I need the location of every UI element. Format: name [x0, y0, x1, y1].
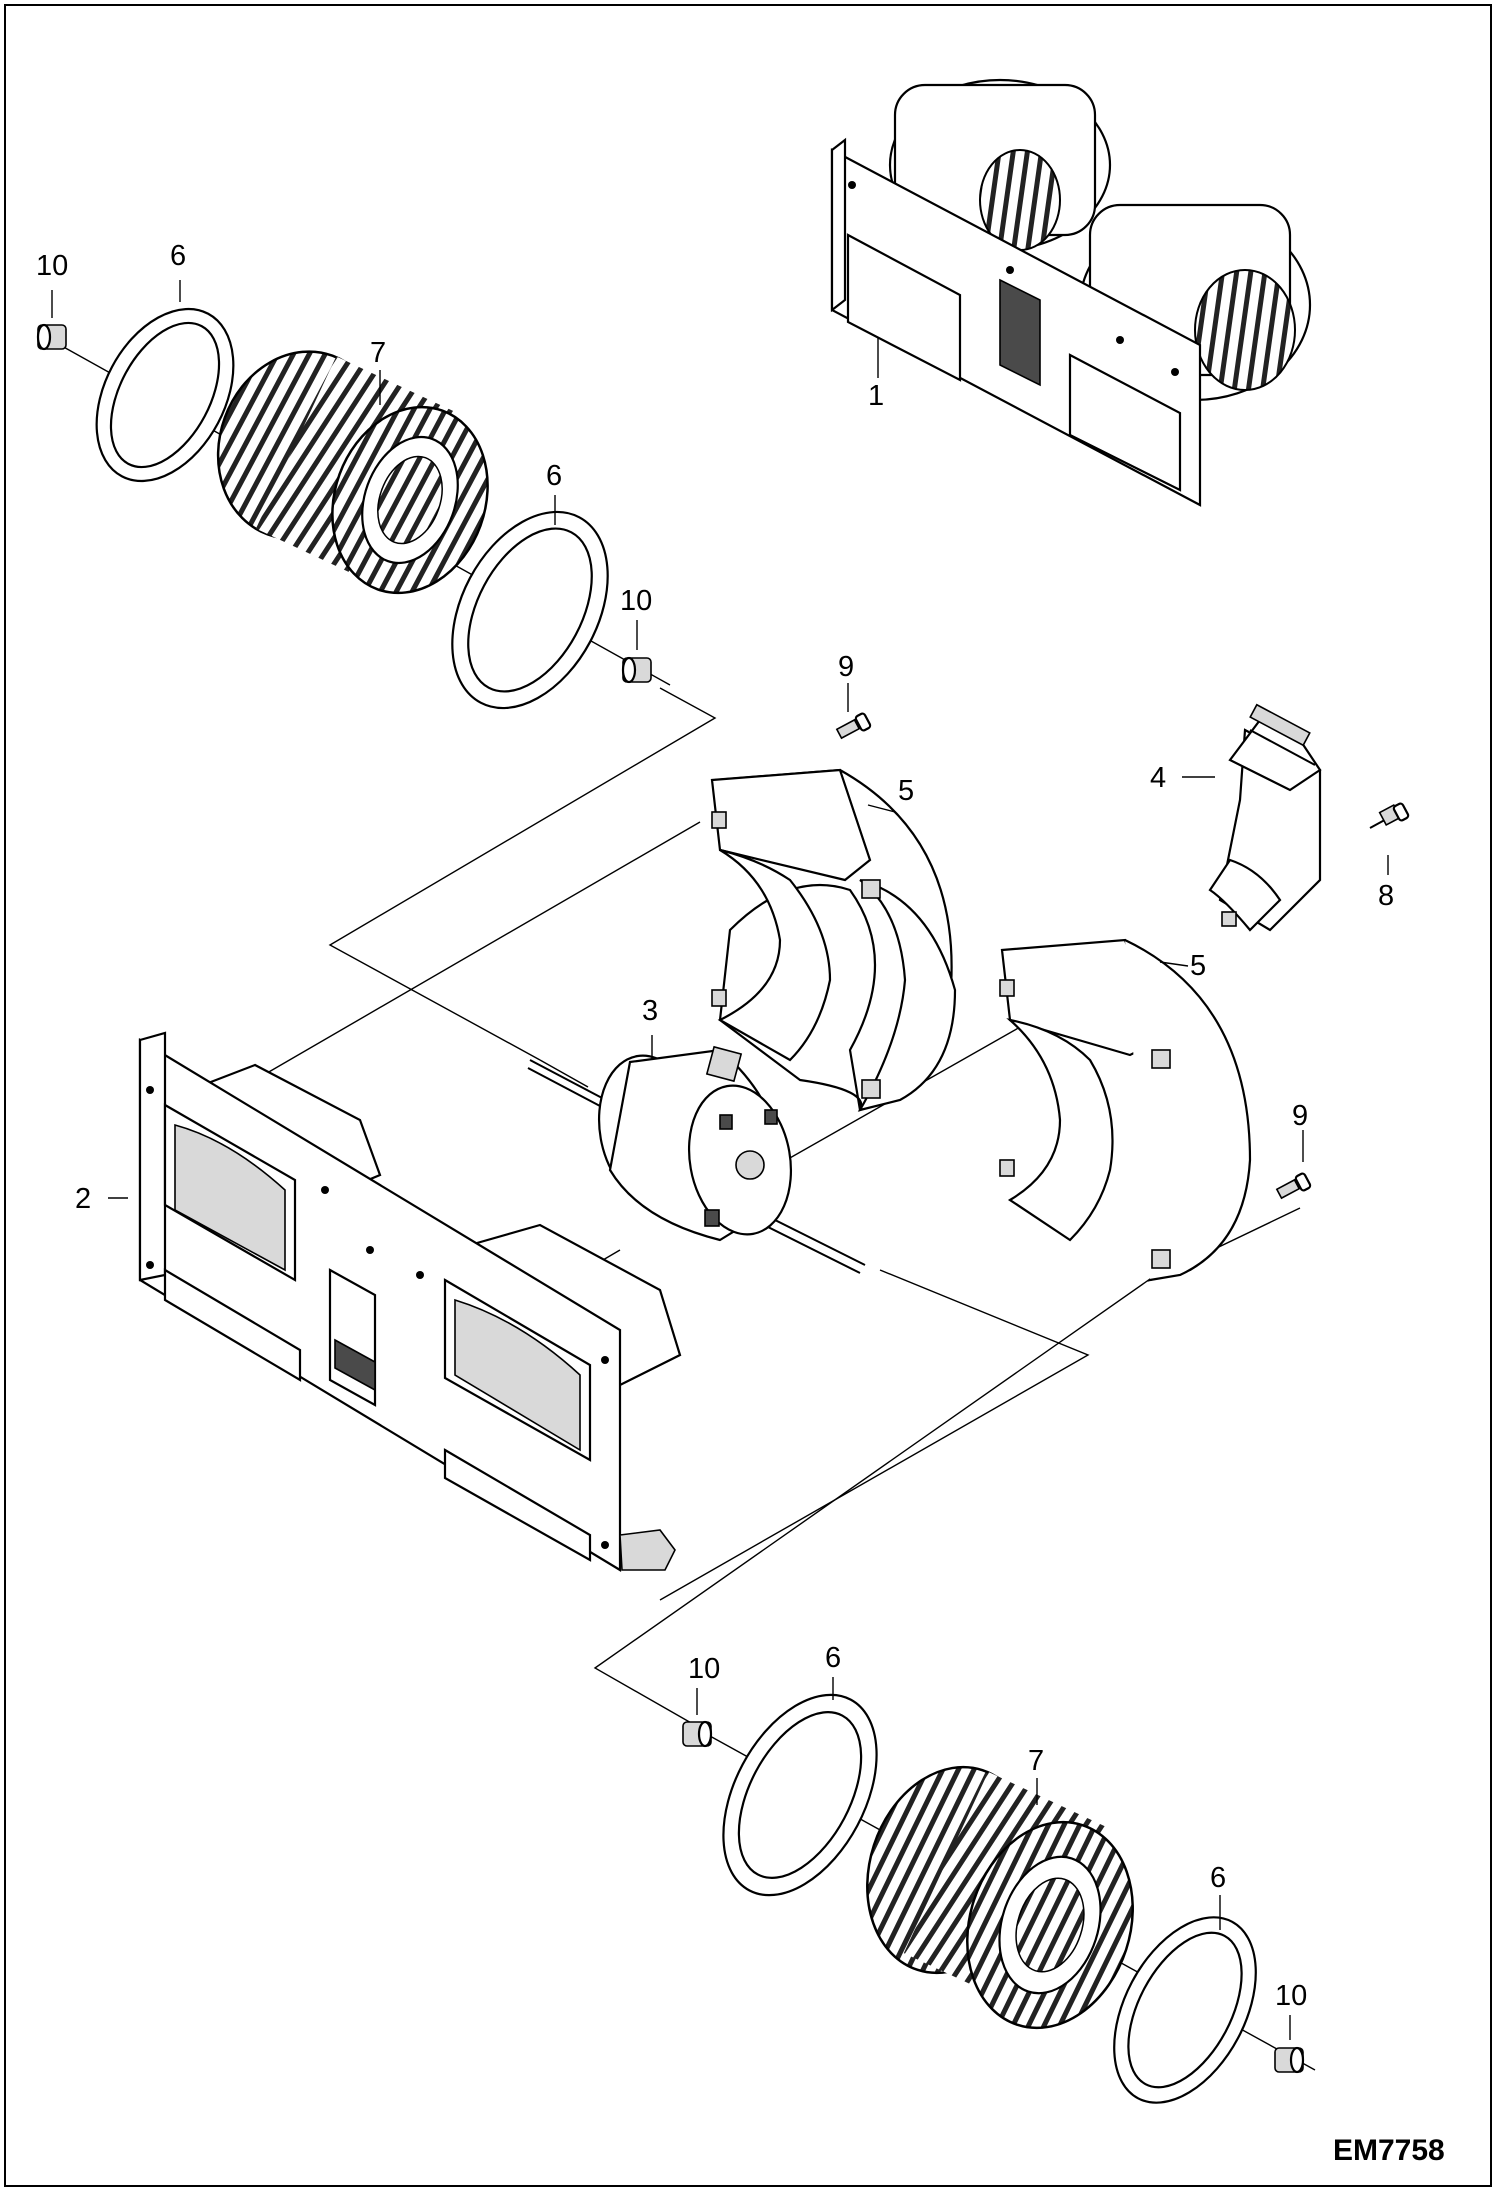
callout-6: 6 [1210, 1862, 1226, 1894]
ring-icon [1113, 1916, 1257, 2104]
ring-icon [722, 1693, 878, 1897]
callout-9: 9 [838, 651, 854, 683]
callout-8: 8 [1378, 880, 1394, 912]
callout-10: 10 [620, 585, 652, 617]
callout-10: 10 [1275, 1980, 1307, 2012]
screw-icon [835, 712, 872, 740]
callout-10: 10 [688, 1653, 720, 1685]
callout-7: 7 [370, 337, 386, 369]
callout-6: 6 [825, 1642, 841, 1674]
callout-5: 5 [898, 775, 914, 807]
bolt-icon [1369, 802, 1410, 829]
callout-6: 6 [546, 460, 562, 492]
callout-7: 7 [1028, 1745, 1044, 1777]
blower-wheel-icon [216, 350, 489, 595]
screw-icon [1275, 1172, 1312, 1200]
callout-5: 5 [1190, 950, 1206, 982]
scroll-housing-icon [999, 938, 1252, 1282]
clip-icon [1274, 2046, 1305, 2074]
callout-3: 3 [642, 995, 658, 1027]
callout-9: 9 [1292, 1100, 1308, 1132]
blower-wheel-icon [866, 1765, 1134, 2030]
housing-frame-icon [138, 1031, 682, 1572]
clip-icon [36, 323, 67, 351]
ring-icon [95, 307, 235, 483]
clip-icon [621, 656, 652, 684]
callout-1: 1 [868, 380, 884, 412]
scroll-housing-icon [710, 768, 957, 1112]
drawing-border [4, 4, 1492, 2187]
clip-icon [682, 1720, 713, 1748]
ring-icon [451, 510, 609, 710]
callout-4: 4 [1150, 762, 1166, 794]
callout-6: 6 [170, 240, 186, 272]
resistor-icon [1208, 703, 1322, 932]
callout-10: 10 [36, 250, 68, 282]
blower-assembly-icon [830, 78, 1312, 507]
motor-icon [527, 1045, 866, 1274]
drawing-code: EM7758 [1333, 2134, 1445, 2167]
callout-2: 2 [75, 1183, 91, 1215]
